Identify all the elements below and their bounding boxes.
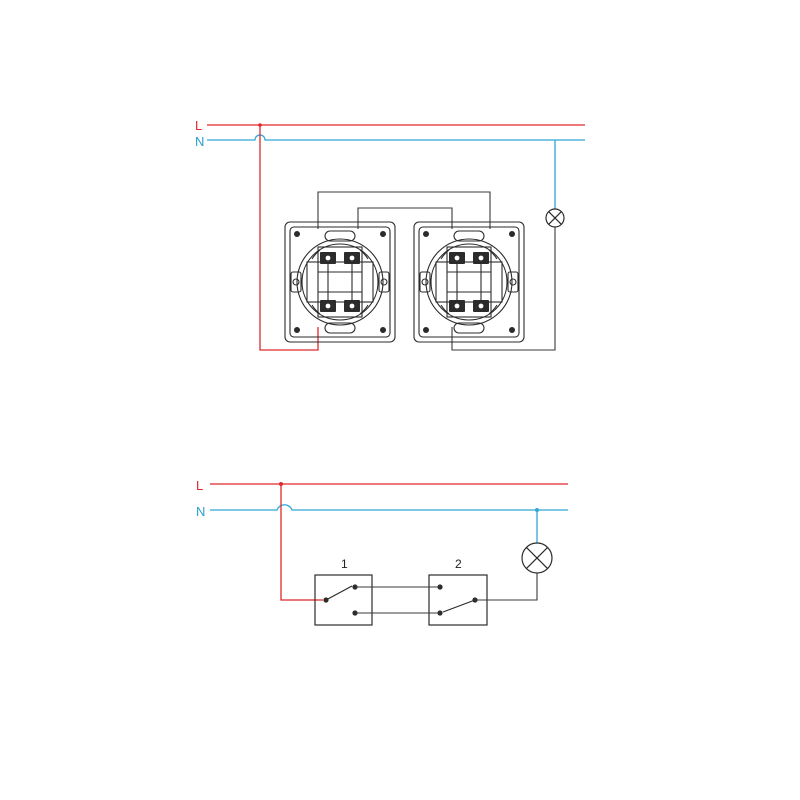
bottom-neutral-label: N [196, 504, 205, 519]
top-lamp-return-wire [451, 227, 556, 351]
switch-1-symbol [314, 574, 373, 626]
switch-1-label: 1 [341, 557, 348, 571]
bottom-lamp [521, 542, 553, 574]
switch-2-label: 2 [455, 557, 462, 571]
bottom-line-feed-wire [280, 484, 323, 601]
top-lamp [545, 208, 565, 228]
top-line-feed-wire [259, 125, 319, 351]
top-neutral-label: N [195, 134, 204, 149]
switch-mechanism-2 [413, 221, 525, 343]
bottom-lamp-return-wire [475, 573, 538, 601]
top-neutral-wire [207, 134, 585, 141]
schematic-diagram: L N 1 2 [196, 478, 568, 626]
switch-mechanism-1 [284, 221, 396, 343]
physical-wiring-diagram: L N [195, 118, 585, 351]
bottom-neutral-wire [210, 504, 568, 511]
top-traveller-wire-outer [317, 191, 491, 229]
top-line-label: L [195, 118, 202, 133]
bottom-line-label: L [196, 478, 203, 493]
top-traveller-wire-inner [357, 207, 453, 229]
